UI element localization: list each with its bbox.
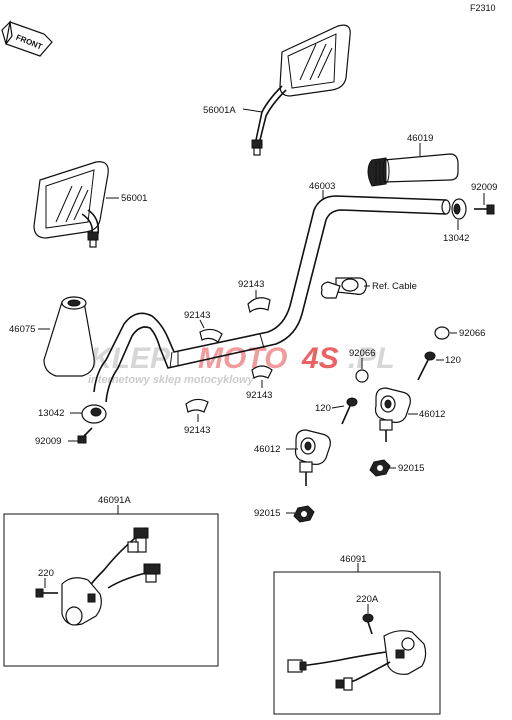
weight-left	[81, 404, 107, 424]
bolt-right	[474, 204, 495, 215]
label-clamp-lower-2: 92143	[184, 425, 210, 436]
holder-upper	[374, 387, 411, 442]
label-weight-right: 13042	[443, 233, 469, 244]
label-screw-upper: 120	[445, 355, 461, 366]
screw-upper	[417, 351, 436, 381]
holder-lower	[294, 429, 331, 486]
clamp-lower-2	[185, 398, 209, 413]
label-mirror-left: 56001	[121, 193, 147, 204]
nut-lower	[293, 505, 315, 523]
cap	[434, 326, 450, 340]
screw-switch-right	[362, 613, 374, 635]
label-cap: 92066	[459, 328, 485, 339]
front-arrow-icon: FRONT	[1, 20, 53, 57]
label-switch-left: 46091A	[98, 495, 131, 506]
label-grip-right: 46019	[407, 133, 433, 144]
ref-cable-label: Ref. Cable	[372, 281, 417, 292]
label-bolt-right: 92009	[471, 182, 497, 193]
label-holder-lower: 46012	[254, 444, 280, 455]
cap-small	[355, 369, 369, 383]
cable-clamp	[320, 277, 367, 299]
label-nut-lower: 92015	[254, 508, 280, 519]
watermark-brand-c: 4S	[301, 342, 339, 375]
diagram-code: F2310	[470, 3, 496, 13]
label-handlebar: 46003	[309, 181, 335, 192]
watermark: SKLEP MOTO 4S .PL internetowy sklep moto…	[70, 342, 395, 386]
label-cap-small: 92066	[349, 348, 375, 359]
label-grip-left: 46075	[9, 324, 35, 335]
screw-mid	[341, 397, 358, 425]
nut-upper	[369, 459, 391, 477]
mirror-left	[33, 161, 109, 248]
label-clamp-upper-2: 92143	[184, 310, 210, 321]
label-screw-mid: 120	[315, 403, 331, 414]
bolt-left	[77, 427, 93, 444]
watermark-tagline: internetowy sklep motocyklowy	[88, 374, 255, 386]
mirror-right	[251, 24, 351, 156]
label-weight-left: 13042	[38, 408, 64, 419]
grip-left	[43, 296, 95, 377]
screw-switch-left	[35, 588, 58, 598]
clamp-lower-1	[251, 365, 273, 379]
label-clamp-lower-1: 92143	[246, 390, 272, 401]
label-screw-switch-left: 220	[38, 568, 54, 579]
label-clamp-upper-1: 92143	[238, 279, 264, 290]
switch-right	[287, 630, 427, 691]
label-switch-right: 46091	[340, 554, 366, 565]
label-screw-switch-right: 220A	[356, 594, 379, 605]
label-mirror-right: 56001A	[203, 105, 236, 116]
grip-right	[367, 153, 459, 187]
watermark-domain: .PL	[348, 342, 395, 375]
clamp-upper-2	[199, 328, 223, 343]
label-holder-upper: 46012	[419, 409, 445, 420]
clamp-upper-1	[247, 297, 271, 314]
switch-right-box	[273, 571, 441, 715]
weight-right	[451, 198, 467, 220]
switch-left	[61, 527, 161, 626]
handlebar	[93, 195, 451, 403]
switch-left-box	[3, 513, 219, 667]
label-nut-upper: 92015	[398, 463, 424, 474]
label-bolt-left: 92009	[35, 436, 61, 447]
